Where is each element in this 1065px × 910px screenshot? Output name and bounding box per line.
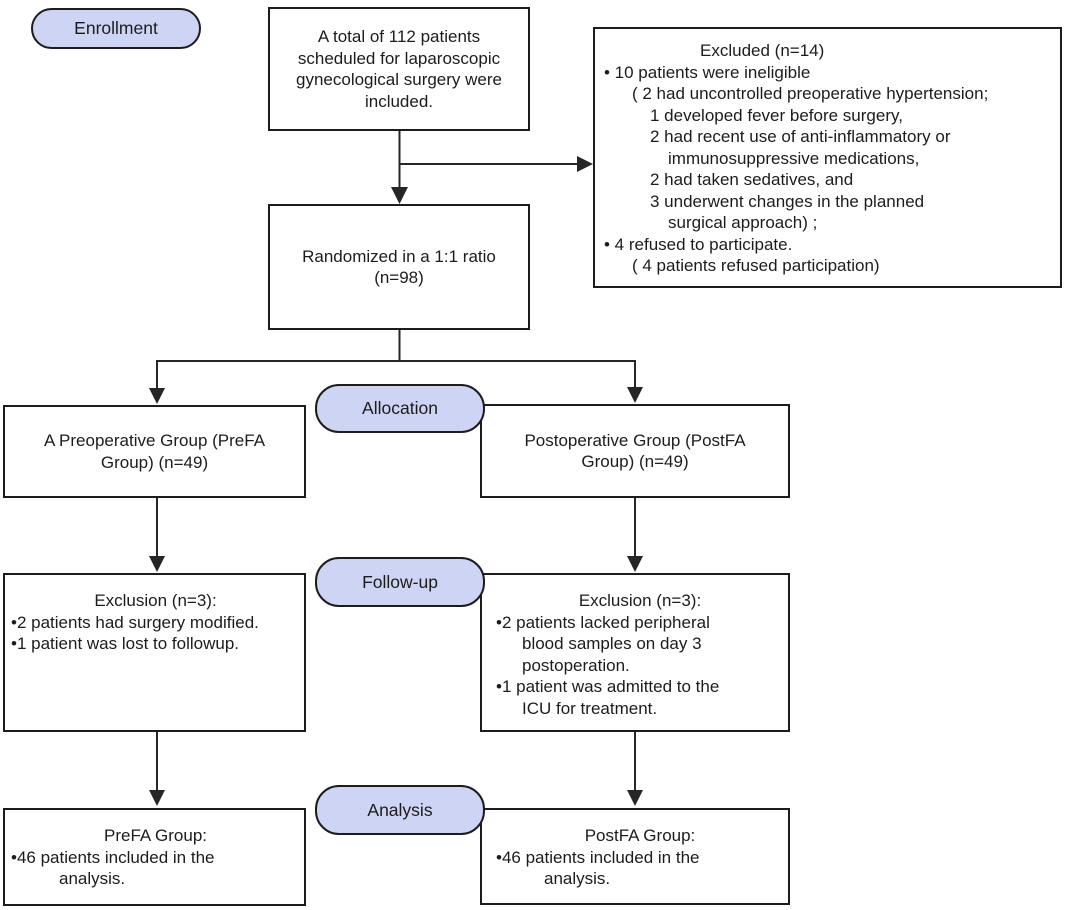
- arrowhead-down-icon: [149, 556, 165, 572]
- box-title: Exclusion (n=3):: [578, 591, 702, 610]
- box-text-line: •2 patients lacked peripheral: [496, 612, 710, 632]
- arrowhead-down-icon: [149, 790, 165, 806]
- box-title: PostFA Group:: [584, 826, 696, 845]
- box-text-line: blood samples on day 3: [522, 634, 702, 653]
- stage-label: Enrollment: [74, 18, 158, 38]
- box-text-line: ( 4 patients refused participation): [632, 256, 880, 275]
- stage-label: Follow-up: [362, 571, 438, 592]
- box-text-line: gynecological surgery were: [296, 70, 502, 89]
- box-pre-group: A Preoperative Group (PreFA Group) (n=49…: [3, 405, 306, 498]
- box-text-line: A total of 112 patients: [317, 27, 481, 46]
- box-text-line: A Preoperative Group (PreFA: [43, 431, 266, 450]
- box-text-line: •46 patients included in the: [11, 847, 215, 867]
- box-text-line: 2 had taken sedatives, and: [650, 170, 854, 189]
- box-text-line: included.: [364, 91, 434, 111]
- box-text-line: surgical approach) ;: [668, 213, 818, 232]
- box-text-line: •1 patient was admitted to the: [496, 677, 720, 696]
- box-included-patients: A total of 112 patients scheduled for la…: [268, 7, 530, 131]
- box-pre-analysis: PreFA Group: •46 patients included in th…: [3, 808, 306, 906]
- box-text-line: postoperation.: [522, 655, 630, 675]
- box-title: Excluded (n=14): [700, 41, 825, 60]
- box-post-followup-exclusion: Exclusion (n=3): •2 patients lacked peri…: [480, 573, 790, 732]
- arrowhead-right-icon: [577, 156, 593, 172]
- box-text-line: Postoperative Group (PostFA: [524, 430, 746, 450]
- box-excluded: Excluded (n=14) • 10 patients were ineli…: [593, 27, 1062, 288]
- arrowhead-down-icon: [391, 187, 408, 204]
- box-text-line: •2 patients had surgery modified.: [11, 612, 259, 632]
- box-text-line: ICU for treatment.: [522, 698, 658, 718]
- box-text-line: •46 patients included in the: [496, 847, 700, 867]
- box-text-line: • 4 refused to participate.: [604, 234, 793, 254]
- stage-pill-followup: Follow-up: [315, 557, 485, 607]
- box-text-line: ( 2 had uncontrolled preoperative hypert…: [632, 84, 989, 103]
- box-pre-followup-exclusion: Exclusion (n=3): •2 patients had surgery…: [3, 573, 306, 732]
- box-text-line: 3 underwent changes in the planned: [650, 191, 925, 211]
- stage-pill-analysis: Analysis: [315, 785, 485, 835]
- box-text-line: analysis.: [544, 869, 611, 888]
- stage-label: Analysis: [367, 799, 433, 820]
- arrowhead-down-icon: [627, 790, 643, 806]
- box-text-line: 2 had recent use of anti-inflammatory or: [650, 127, 951, 146]
- box-title: Exclusion (n=3):: [94, 591, 217, 610]
- box-text-line: analysis.: [59, 869, 126, 888]
- box-randomized: Randomized in a 1:1 ratio (n=98): [268, 204, 530, 330]
- box-text-line: scheduled for laparoscopic: [297, 48, 501, 68]
- arrowhead-down-icon: [627, 556, 643, 572]
- stage-pill-enrollment: Enrollment: [31, 8, 201, 49]
- box-post-analysis: PostFA Group: •46 patients included in t…: [480, 808, 790, 905]
- arrowhead-down-icon: [627, 387, 643, 403]
- stage-pill-allocation: Allocation: [315, 384, 485, 433]
- box-title: PreFA Group:: [104, 826, 207, 845]
- box-text-line: immunosuppressive medications,: [668, 148, 920, 168]
- box-text-line: •1 patient was lost to followup.: [11, 634, 240, 653]
- box-text-line: Group) (n=49): [100, 452, 209, 472]
- box-text-line: Randomized in a 1:1 ratio: [302, 246, 496, 266]
- box-post-group: Postoperative Group (PostFA Group) (n=49…: [480, 404, 790, 498]
- stage-label: Allocation: [362, 398, 438, 418]
- box-text-line: 1 developed fever before surgery,: [650, 105, 903, 125]
- arrowhead-down-icon: [149, 388, 165, 404]
- box-text-line: • 10 patients were ineligible: [604, 62, 811, 82]
- box-text-line: (n=98): [374, 268, 424, 287]
- box-text-line: Group) (n=49): [581, 452, 689, 471]
